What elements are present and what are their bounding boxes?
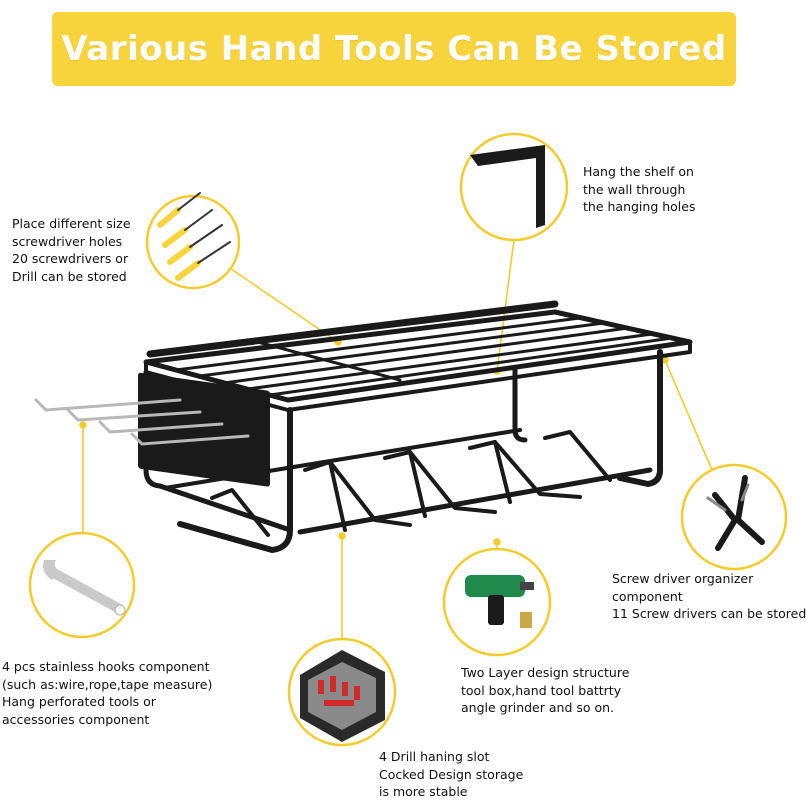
- right-leg: [617, 349, 663, 487]
- left-inner-leg: [143, 369, 163, 489]
- drill-icon: [465, 575, 534, 628]
- callout-screwdriver-holes: Place different size screwdriver holes 2…: [12, 215, 131, 285]
- callout-line: Cocked Design storage: [379, 766, 524, 782]
- callout-line: Hang the shelf on: [583, 164, 694, 179]
- callout-line: the wall through: [583, 181, 686, 197]
- title-banner: Various Hand Tools Can Be Stored: [52, 12, 736, 86]
- icon-two-layer: [442, 547, 552, 657]
- callout-line: Two Layer design structure: [461, 665, 630, 680]
- callout-line: Place different size: [12, 216, 131, 231]
- banner-title: Various Hand Tools Can Be Stored: [61, 29, 727, 69]
- callout-line: (such as:wire,rope,tape measure): [2, 676, 213, 692]
- callout-line: angle grinder and so on.: [461, 700, 615, 715]
- shelf-rack: [138, 300, 693, 553]
- leader-dot-two-layer: [493, 538, 501, 546]
- callout-organizer: Screw driver organizer component 11 Scre…: [612, 570, 806, 623]
- callout-line: Screw driver organizer: [612, 571, 754, 586]
- icon-screwdriver-holes: [145, 192, 241, 290]
- callout-line: 11 Screw drivers can be stored: [612, 606, 806, 621]
- pliers-icon: [706, 475, 765, 551]
- wall-bracket-icon: [470, 145, 545, 228]
- callout-hooks: 4 pcs stainless hooks component (such as…: [2, 658, 212, 728]
- callout-line: is more stable: [379, 784, 468, 799]
- screwdriver-set-icon: [157, 192, 231, 281]
- hook-1: [34, 398, 182, 412]
- leader-dot-hooks: [79, 421, 87, 429]
- callout-line: screwdriver holes: [12, 233, 123, 249]
- leader-line-organizer: [664, 359, 713, 471]
- callout-line: component: [612, 588, 683, 604]
- icon-drill-slot: [287, 637, 397, 747]
- icon-hooks: [28, 531, 136, 639]
- callout-line: accessories component: [2, 711, 150, 727]
- callout-line: 20 screwdrivers or: [12, 251, 129, 266]
- callout-line: 4 Drill haning slot: [379, 749, 490, 764]
- callout-line: Drill can be stored: [12, 268, 127, 284]
- callout-line: 4 pcs stainless hooks component: [2, 659, 210, 674]
- bottom-front-rail: [297, 467, 653, 535]
- hook-4: [130, 432, 250, 446]
- toolbox-icon: [300, 650, 385, 742]
- hooks: [34, 398, 250, 446]
- top-deck-wires: [174, 316, 674, 397]
- drill-slots: [210, 430, 612, 537]
- leader-line-screwdriver: [217, 259, 339, 343]
- callout-drill-slot: 4 Drill haning slot Cocked Design storag…: [379, 748, 523, 801]
- hook-3: [98, 420, 224, 434]
- screwdriver-hole-strip: [146, 300, 559, 358]
- callout-line: the hanging holes: [583, 199, 696, 214]
- leader-dot-drill-slot: [338, 532, 346, 540]
- callout-two-layer: Two Layer design structure tool box,hand…: [461, 664, 629, 717]
- icon-hanging-holes: [459, 132, 569, 242]
- callout-line: Hang perforated tools or: [2, 694, 156, 709]
- leader-line-hanging: [496, 239, 515, 372]
- wrench-icon: [43, 560, 126, 616]
- hook-2: [66, 408, 202, 422]
- callout-hanging-holes: Hang the shelf on the wall through the h…: [583, 163, 695, 216]
- callout-line: tool box,hand tool battrty: [461, 682, 622, 698]
- icon-organizer: [680, 463, 788, 571]
